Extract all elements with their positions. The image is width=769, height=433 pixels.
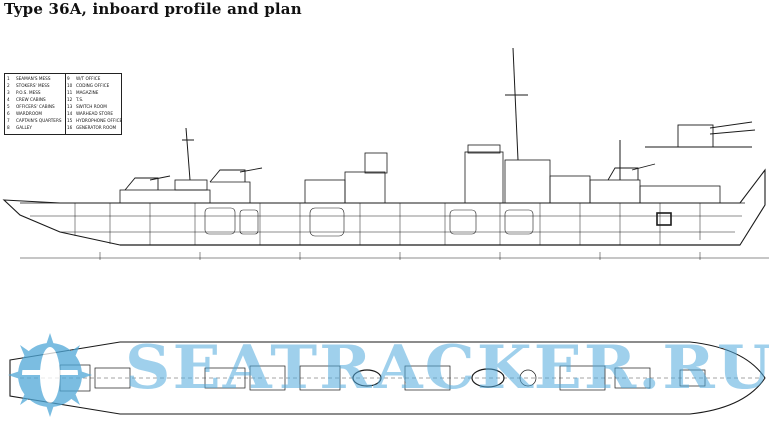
legend-divider [65, 74, 66, 134]
superstructure [119, 144, 721, 204]
turret-detail-inset [645, 121, 756, 148]
machinery [204, 207, 672, 237]
watermark-text: SEATRACKER.RU [125, 333, 769, 403]
bulkheads [74, 203, 701, 245]
masts [182, 47, 621, 181]
frame-ticks [99, 252, 701, 260]
inboard-profile [2, 47, 769, 260]
watermark-globe-icon [8, 333, 92, 417]
gun-turrets [124, 163, 656, 191]
plan-details [59, 364, 706, 392]
hull-outline [2, 168, 766, 246]
plan-hull-outline [9, 341, 766, 415]
page-title: Type 36A, inboard profile and plan [4, 0, 302, 18]
plan-view [9, 341, 766, 415]
